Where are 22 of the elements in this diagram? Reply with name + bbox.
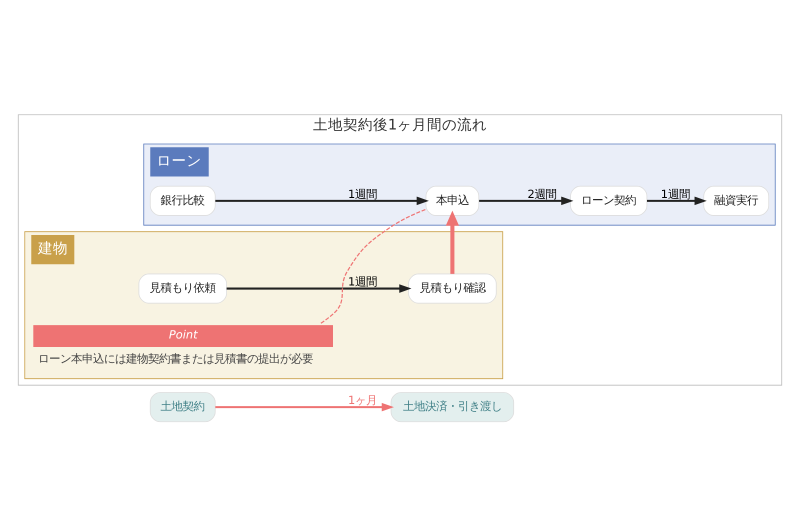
node-box: 見積もり確認	[408, 274, 497, 304]
node-box: 銀行比較	[150, 186, 216, 216]
edge-label: 2週間	[528, 186, 557, 201]
node-box: 融資実行	[703, 186, 770, 216]
arrow	[479, 196, 574, 206]
arrow	[215, 196, 429, 206]
node-label: ローン本申込には建物契約書または見積書の提出が必要	[38, 352, 314, 366]
node-box: 本申込	[426, 186, 480, 216]
node-box: 見積もり依頼	[138, 274, 227, 304]
edge-label: 1週間	[348, 274, 378, 288]
connector	[320, 208, 426, 324]
arrow	[226, 284, 412, 293]
edge-label: 1ヶ月	[348, 393, 378, 408]
node-box: ローン契約	[570, 186, 648, 216]
node-box: 土地契約	[150, 392, 216, 422]
arrow	[215, 402, 394, 412]
edge-label: 1週間	[348, 186, 378, 201]
edge-label: 1週間	[660, 186, 690, 201]
arrow	[446, 210, 460, 274]
node-box: Point	[33, 325, 333, 348]
node-box: 土地決済・引き渡し	[390, 392, 514, 422]
arrow	[646, 196, 707, 206]
